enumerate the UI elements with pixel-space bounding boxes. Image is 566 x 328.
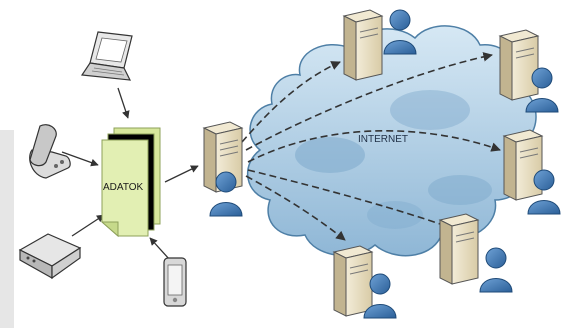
user-icon xyxy=(363,273,397,319)
phone-icon xyxy=(29,124,71,179)
remote-node-2 xyxy=(498,29,559,113)
remote-node-5 xyxy=(332,245,397,319)
data-box-label: ADATOK xyxy=(103,182,144,193)
user-icon xyxy=(383,9,417,55)
arrow-to-server-1 xyxy=(241,61,341,143)
distribution-arrows xyxy=(241,52,501,241)
input-arrows xyxy=(61,87,199,261)
server-icon xyxy=(502,129,544,201)
document-stack-icon: ADATOK xyxy=(100,127,161,238)
user-icon xyxy=(527,169,561,215)
user-icon xyxy=(479,247,513,293)
arrow-laptop xyxy=(117,87,130,119)
remote-node-3 xyxy=(502,129,561,215)
remote-node-4 xyxy=(438,213,513,293)
smartphone-icon xyxy=(163,257,187,307)
server-icon xyxy=(438,213,480,285)
server-icon xyxy=(332,245,374,317)
laptop-icon xyxy=(80,31,133,81)
remote-node-1 xyxy=(342,9,417,81)
server-icon xyxy=(342,9,384,81)
arrow-to-server-2 xyxy=(245,52,493,151)
arrow-to-server-5 xyxy=(245,175,346,241)
arrow-modem xyxy=(71,214,105,237)
server-icon xyxy=(498,29,540,101)
arrow-smartphone xyxy=(149,237,171,261)
user-icon xyxy=(209,171,243,217)
cloud-label: INTERNET xyxy=(358,134,408,145)
arrow-to-server-4 xyxy=(247,169,453,230)
arrow-to-server-3 xyxy=(247,130,501,163)
modem-icon xyxy=(18,233,82,280)
hub-server xyxy=(202,121,244,217)
internet-cloud: INTERNET xyxy=(246,25,537,257)
arrow-document-to-hub xyxy=(164,165,199,183)
user-icon xyxy=(525,67,559,113)
left-side-panel xyxy=(0,130,14,328)
arrow-phone xyxy=(61,151,99,167)
